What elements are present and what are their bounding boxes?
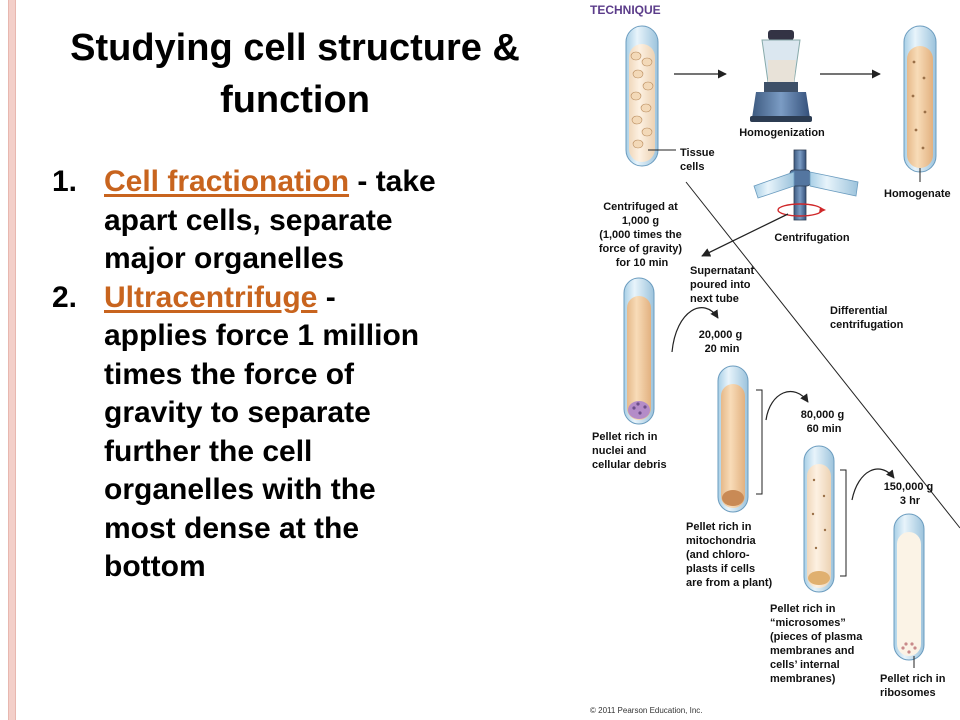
- title-line-1: Studying cell structure &: [70, 27, 520, 69]
- differential-centrifugation-label: Differential centrifugation: [830, 305, 904, 331]
- bullet-item: 1. Cell fractionation - take apart cells…: [52, 163, 532, 279]
- tube-step-2: [717, 365, 749, 513]
- technique-heading: TECHNIQUE: [590, 3, 661, 17]
- homogenate-tube: [903, 25, 937, 173]
- tube-step-4: [893, 513, 925, 661]
- step-4-speed-label: 150,000 g 3 hr: [884, 481, 937, 507]
- tube-step-1: [623, 277, 655, 425]
- supernatant-label: Supernatant poured into next tube: [690, 265, 757, 305]
- bullet-text: gravity to separate: [104, 396, 371, 429]
- copyright-text: © 2011 Pearson Education, Inc.: [590, 706, 702, 715]
- tube-step-3: [803, 445, 835, 593]
- tissue-cells-tube: [625, 25, 659, 167]
- slide-title: Studying cell structure & function: [30, 22, 560, 126]
- bullet-text: further the cell: [104, 434, 313, 468]
- pellet-1-label: Pellet rich in nuclei and cellular debri…: [592, 431, 667, 471]
- pellet-4-label: Pellet rich in ribosomes: [880, 673, 948, 699]
- bullet-number: 1.: [52, 165, 78, 198]
- homogenization-label: Homogenization: [739, 127, 825, 139]
- pellet-2-label: Pellet rich in mitochondria (and chloro-…: [686, 521, 773, 589]
- bullet-item: 2. Ultracentrifuge - applies force 1 mil…: [52, 279, 532, 587]
- homogenate-label: Homogenate: [884, 188, 951, 200]
- tissue-cells-label: Tissue cells: [680, 147, 718, 173]
- bullet-text: apart cells, separate: [104, 203, 393, 237]
- step-2-speed-label: 20,000 g 20 min: [699, 329, 745, 355]
- step-3-speed-label: 80,000 g 60 min: [801, 409, 847, 435]
- centrifugation-label: Centrifugation: [774, 232, 849, 244]
- fractionation-diagram: TECHNIQUE Tissue cells Homogenization: [568, 0, 960, 720]
- blender-icon: [750, 30, 812, 122]
- bullet-text: bottom: [104, 550, 206, 583]
- bullet-text: applies force 1 million: [104, 319, 420, 352]
- bullet-text: major organelles: [104, 242, 345, 275]
- bullet-text: times the force of: [104, 357, 355, 391]
- centrifuge-rotor-icon: [753, 149, 859, 221]
- bullet-text: - take: [349, 165, 436, 198]
- slide-left-border: [8, 0, 16, 720]
- bullet-number: 2.: [52, 280, 78, 314]
- bullet-list: 1. Cell fractionation - take apart cells…: [52, 163, 532, 587]
- title-line-2: function: [220, 79, 370, 121]
- term-link-ultracentrifuge[interactable]: Ultracentrifuge: [104, 280, 318, 314]
- term-link-cell-fractionation[interactable]: Cell fractionation: [104, 165, 350, 198]
- bullet-text: -: [317, 280, 336, 314]
- fractionation-svg: TECHNIQUE Tissue cells Homogenization: [590, 3, 960, 715]
- bullet-text: most dense at the: [104, 511, 360, 545]
- centrifuged-at-label: Centrifuged at 1,000 g (1,000 times the …: [599, 201, 685, 269]
- bullet-text: organelles with the: [104, 473, 376, 506]
- pellet-3-label: Pellet rich in “microsomes” (pieces of p…: [770, 603, 865, 685]
